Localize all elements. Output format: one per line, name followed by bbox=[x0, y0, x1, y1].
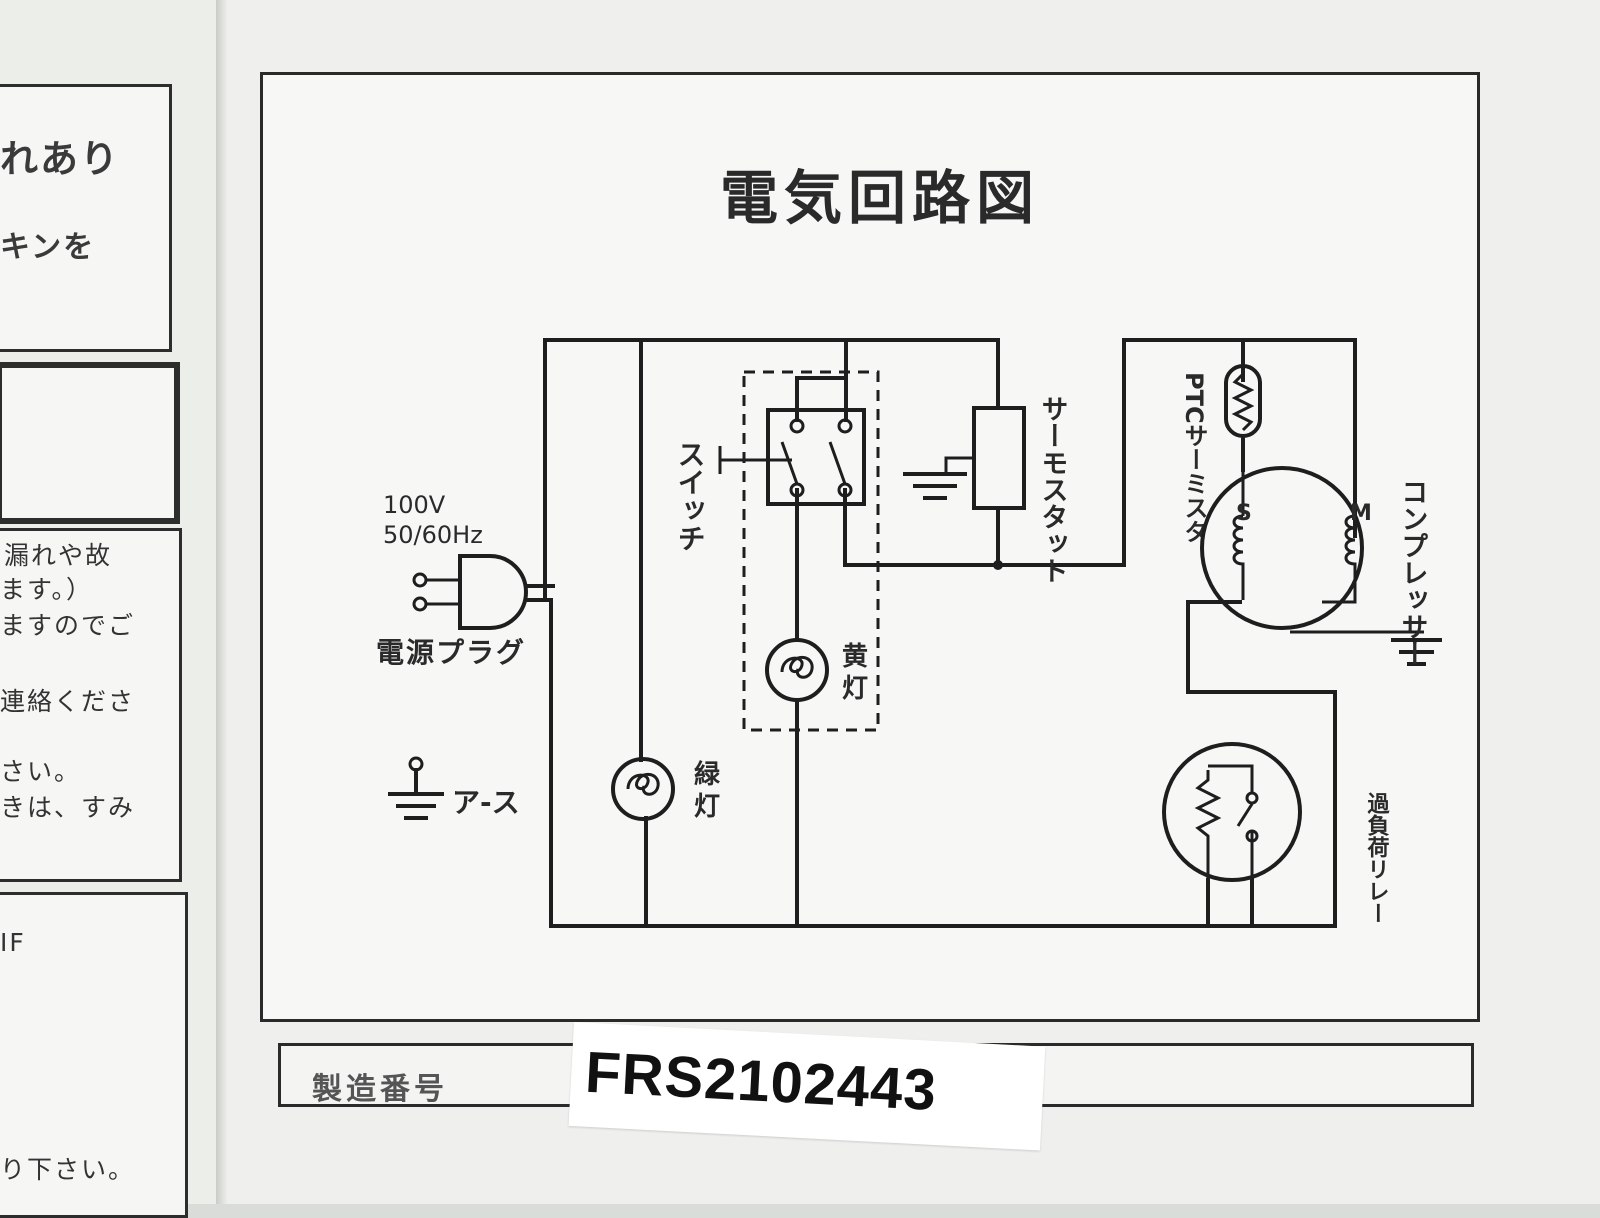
voltage-label: 100V bbox=[383, 491, 446, 519]
compressor-symbol bbox=[1200, 466, 1442, 666]
notice-box bbox=[0, 528, 182, 882]
thermostat-label: サーモスタット bbox=[1037, 395, 1068, 584]
left-text-10: り下さい。 bbox=[0, 1155, 136, 1184]
compressor-label: コンプレッサー bbox=[1397, 478, 1428, 667]
left-text-2: キンを bbox=[0, 230, 96, 265]
adjacent-label-panel: れあり キンを 漏れや故 ます。） ますのでご 連絡くださ さい。 きは、すみ … bbox=[0, 0, 228, 1218]
left-text-8: きは、すみ bbox=[0, 793, 136, 822]
yellow-lamp-symbol bbox=[765, 638, 829, 702]
thermostat-symbol bbox=[903, 406, 1026, 510]
wiring bbox=[543, 338, 1357, 928]
overload-relay-label: 過負荷リレー bbox=[1364, 791, 1390, 924]
green-lamp-symbol bbox=[611, 757, 675, 821]
serial-number-value: FRS2102443 bbox=[583, 1039, 939, 1124]
ptc-thermistor-symbol bbox=[1224, 364, 1262, 438]
left-text-7: さい。 bbox=[0, 757, 82, 786]
winding-m-label: M bbox=[1350, 501, 1372, 526]
earth-label: ア-ス bbox=[452, 786, 520, 819]
winding-s-label: S bbox=[1236, 501, 1252, 526]
yellow-lamp-label-2: 灯 bbox=[842, 674, 868, 704]
diagram-title: 電気回路図 bbox=[720, 164, 1040, 232]
power-plug-label: 電源プラグ bbox=[376, 636, 526, 669]
info-box bbox=[0, 892, 188, 1218]
left-text-5: ますのでご bbox=[0, 611, 136, 640]
frequency-label: 50/60Hz bbox=[383, 521, 483, 549]
page-edge bbox=[216, 0, 230, 1204]
left-text-3: 漏れや故 bbox=[4, 541, 113, 570]
switch-assembly-boundary bbox=[742, 370, 880, 732]
warning-box bbox=[0, 84, 172, 352]
green-lamp-label-1: 緑 bbox=[694, 759, 721, 790]
blank-box bbox=[0, 362, 180, 524]
switch-label: スイッチ bbox=[674, 440, 707, 552]
overload-relay-symbol bbox=[1162, 742, 1302, 882]
left-text-1: れあり bbox=[0, 137, 121, 181]
junction-dot bbox=[993, 560, 1003, 570]
yellow-lamp-label-1: 黄 bbox=[842, 642, 868, 672]
left-text-4: ます。） bbox=[0, 575, 94, 604]
left-text-6: 連絡くださ bbox=[0, 687, 136, 716]
serial-number-label: 製造番号 bbox=[312, 1072, 448, 1107]
earth-symbol-legend bbox=[388, 756, 444, 820]
left-text-9: IF bbox=[0, 928, 26, 957]
ptc-label: PTCサーミスタ bbox=[1180, 372, 1208, 544]
switch-symbol bbox=[718, 408, 866, 506]
green-lamp-label-2: 灯 bbox=[694, 792, 720, 822]
power-plug-symbol bbox=[412, 554, 555, 630]
